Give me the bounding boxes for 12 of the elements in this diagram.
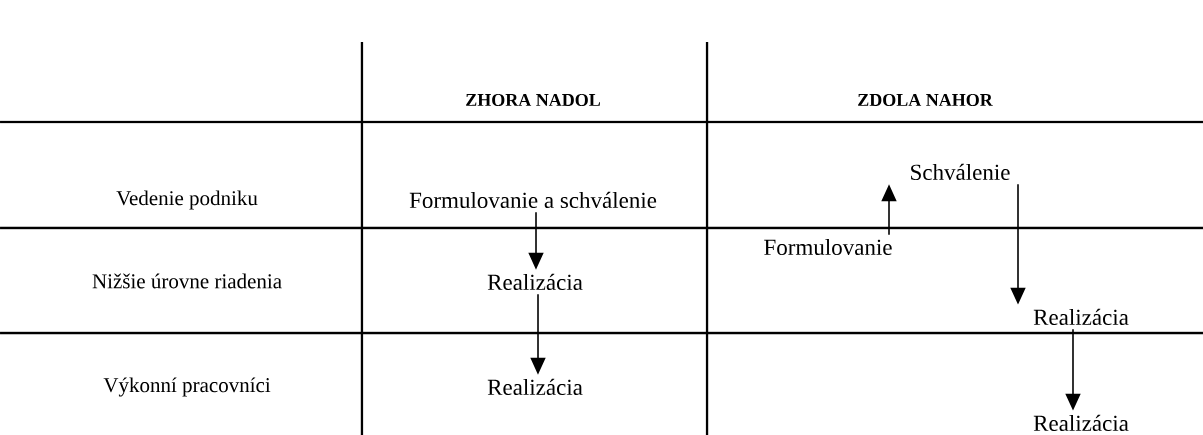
step-text: Realizácia — [1033, 308, 1129, 326]
row-label: Vedenie podniku — [116, 190, 258, 210]
step-text: Realizácia — [487, 273, 583, 291]
step-text: Schválenie — [911, 163, 1010, 181]
step-text: Realizácia — [1033, 414, 1129, 432]
column-header: ZDOLA NAHOR — [858, 93, 993, 107]
step-text: Formulovanie — [764, 238, 892, 256]
row-label: Nižšie úrovne riadenia — [92, 273, 282, 289]
column-header: ZHORA NADOL — [466, 93, 600, 107]
step-text: Realizácia — [487, 378, 583, 396]
step-text: Formulovanie a schválenie — [409, 191, 657, 209]
row-label: Výkonní pracovníci — [103, 377, 271, 397]
